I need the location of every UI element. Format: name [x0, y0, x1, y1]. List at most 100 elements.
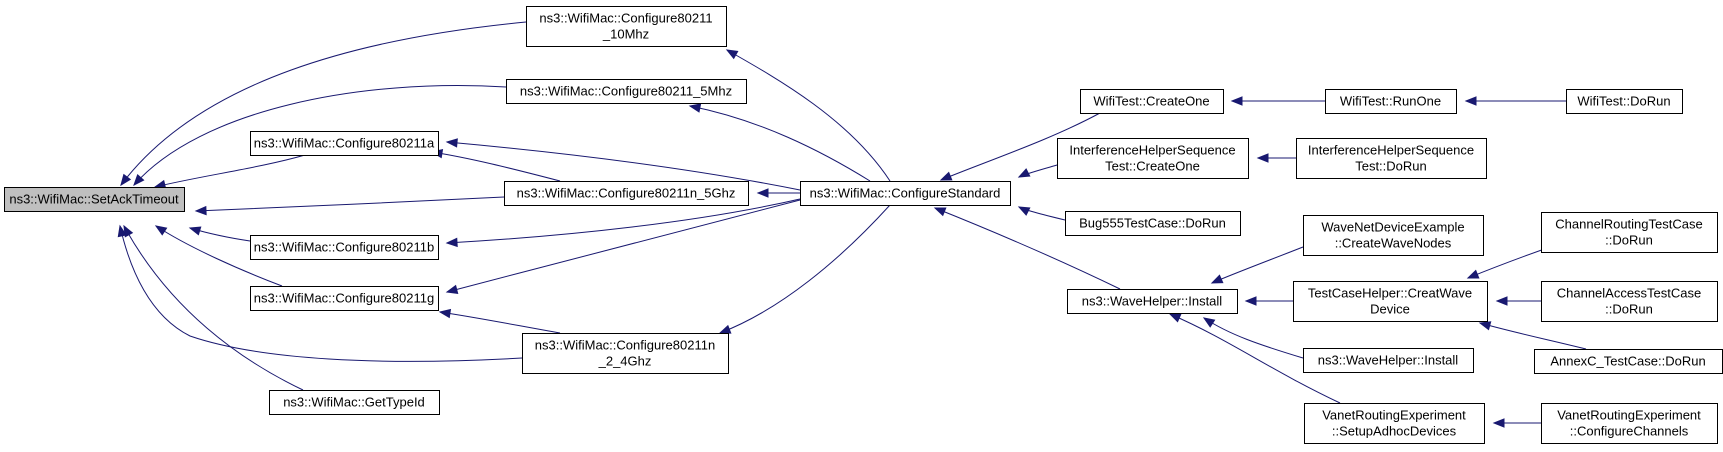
node-bug[interactable]: Bug555TestCase::DoRun [1065, 211, 1241, 236]
node-box [1325, 89, 1457, 114]
arrow-head-icon [188, 226, 202, 236]
node-label: ns3::WifiMac::Configure80211n_5Ghz [517, 186, 736, 201]
node-label: _10Mhz [602, 27, 649, 42]
node-box [250, 235, 439, 260]
edge-line [123, 225, 304, 391]
node-label: ns3::WaveHelper::Install [1082, 294, 1223, 309]
node-label: ::SetupAdhocDevices [1332, 424, 1457, 439]
node-label: ::ConfigureChannels [1570, 424, 1689, 439]
node-cg[interactable]: ns3::WifiMac::Configure80211g [250, 286, 439, 311]
edge-cs-to-cg [445, 199, 801, 294]
node-box [1057, 138, 1249, 179]
edge-cs-to-c10 [725, 49, 891, 182]
edge-cb-to-root [188, 226, 251, 242]
node-vre[interactable]: VanetRoutingExperiment::SetupAdhocDevice… [1304, 403, 1485, 444]
node-label: ns3::WifiMac::Configure80211a [254, 136, 435, 151]
node-box [1566, 89, 1683, 114]
node-label: VanetRoutingExperiment [1557, 408, 1701, 423]
edge-cs-to-cn5 [756, 188, 800, 198]
edge-line [719, 204, 891, 334]
arrow-head-icon [438, 308, 452, 319]
node-wtco[interactable]: WifiTest::CreateOne [1080, 89, 1224, 114]
node-root[interactable]: ns3::WifiMac::SetAckTimeout [4, 187, 185, 212]
arrow-head-icon [1256, 153, 1269, 163]
node-cat[interactable]: ChannelAccessTestCase::DoRun [1541, 281, 1718, 322]
arrow-head-icon [1244, 296, 1257, 306]
edge-cn24-to-cg [438, 308, 561, 334]
node-box [526, 6, 727, 47]
edge-cg-to-root [154, 225, 283, 287]
node-box [1067, 289, 1238, 314]
arrow-head-icon [1168, 313, 1182, 323]
node-label: WifiTest::DoRun [1577, 94, 1670, 109]
node-label: WifiTest::RunOne [1340, 94, 1441, 109]
edge-vrc-to-vre [1492, 418, 1541, 428]
arrow-head-icon [933, 207, 947, 217]
node-anx[interactable]: AnnexC_TestCase::DoRun [1534, 349, 1723, 374]
node-box [1080, 89, 1224, 114]
arrow-head-icon [120, 173, 132, 187]
edge-line [155, 225, 283, 287]
node-cn5[interactable]: ns3::WifiMac::Configure80211n_5Ghz [504, 181, 749, 206]
arrow-head-icon [1478, 321, 1492, 331]
arrow-head-icon [688, 103, 702, 113]
node-box [269, 390, 440, 415]
node-cn24[interactable]: ns3::WifiMac::Configure80211n_2_4Ghz [522, 333, 729, 374]
arrow-head-icon [123, 224, 134, 238]
node-label: ns3::WaveHelper::Install [1318, 353, 1459, 368]
edge-cat-to-tch [1495, 296, 1541, 306]
arrow-head-icon [154, 225, 168, 236]
edge-whi2-to-whi [1202, 317, 1304, 359]
edge-ihdr-to-ihco [1256, 153, 1296, 163]
node-whi[interactable]: ns3::WaveHelper::Install [1067, 289, 1238, 314]
node-ca[interactable]: ns3::WifiMac::Configure80211a [250, 131, 439, 156]
node-crt[interactable]: ChannelRoutingTestCase::DoRun [1541, 212, 1718, 253]
node-cs[interactable]: ns3::WifiMac::ConfigureStandard [800, 181, 1011, 206]
arrow-head-icon [445, 138, 458, 148]
node-vrc[interactable]: VanetRoutingExperiment::ConfigureChannel… [1541, 403, 1718, 444]
node-wnde[interactable]: WaveNetDeviceExample::CreateWaveNodes [1303, 215, 1484, 256]
edge-cs-to-cn24 [718, 204, 891, 334]
node-label: ChannelRoutingTestCase [1555, 217, 1702, 232]
node-ihco[interactable]: InterferenceHelperSequenceTest::CreateOn… [1057, 138, 1249, 179]
node-label: WifiTest::CreateOne [1093, 94, 1209, 109]
node-label: WaveNetDeviceExample [1321, 220, 1464, 235]
edge-line [934, 207, 1121, 290]
node-label: Test::CreateOne [1105, 159, 1200, 174]
node-box [506, 79, 747, 104]
node-whi2[interactable]: ns3::WaveHelper::Install [1303, 348, 1474, 373]
arrow-head-icon [1202, 317, 1216, 328]
node-gti[interactable]: ns3::WifiMac::GetTypeId [269, 390, 440, 415]
edge-cs-to-ca [445, 138, 801, 191]
edge-line [439, 311, 561, 334]
edge-gti-to-root [123, 224, 304, 391]
nodes: ns3::WifiMac::SetAckTimeoutns3::WifiMac:… [4, 6, 1723, 444]
node-label: InterferenceHelperSequence [1308, 143, 1474, 158]
edge-line [1211, 246, 1304, 284]
node-cb[interactable]: ns3::WifiMac::Configure80211b [250, 235, 439, 260]
node-label: Bug555TestCase::DoRun [1079, 216, 1226, 231]
arrow-head-icon [194, 205, 207, 216]
node-box [250, 131, 439, 156]
edge-c10-to-root [120, 21, 527, 187]
arrow-head-icon [1230, 96, 1243, 106]
node-box [504, 181, 749, 206]
node-box [522, 333, 729, 374]
node-wtro[interactable]: WifiTest::RunOne [1325, 89, 1457, 114]
node-c5[interactable]: ns3::WifiMac::Configure80211_5Mhz [506, 79, 747, 104]
node-box [1534, 349, 1723, 374]
node-wtdr[interactable]: WifiTest::DoRun [1566, 89, 1683, 114]
node-box [1541, 403, 1718, 444]
node-c10[interactable]: ns3::WifiMac::Configure80211_10Mhz [526, 6, 727, 47]
edge-line [195, 196, 505, 212]
node-label: ns3::WifiMac::Configure80211g [254, 291, 434, 306]
edge-c5-to-root [133, 85, 507, 187]
node-label: ns3::WifiMac::SetAckTimeout [9, 192, 179, 207]
arrow-head-icon [718, 324, 732, 334]
edge-ca-to-root [153, 154, 306, 190]
arrow-head-icon [1495, 296, 1508, 306]
node-label: ns3::WifiMac::Configure80211b [254, 240, 434, 255]
